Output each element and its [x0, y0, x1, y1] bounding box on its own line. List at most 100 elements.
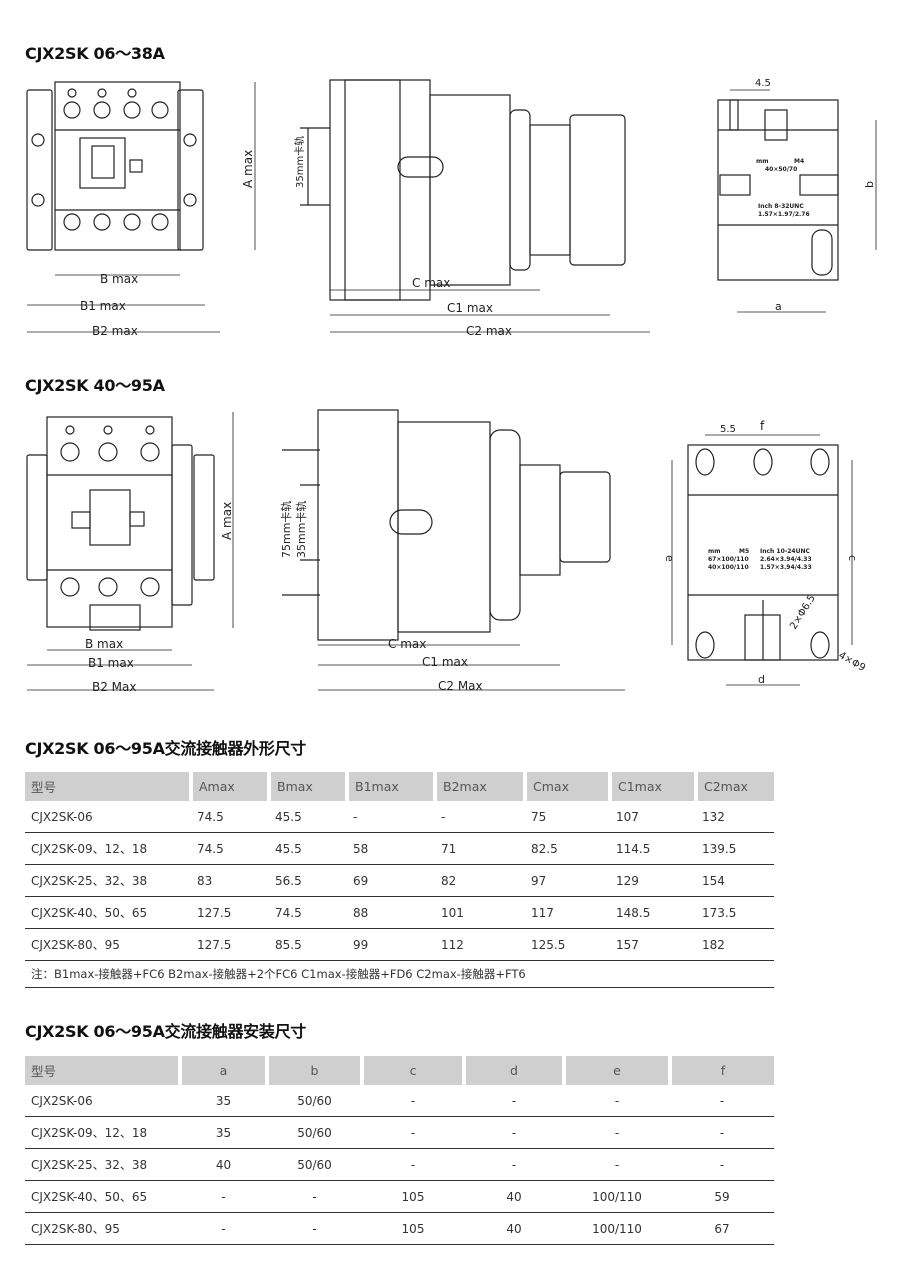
- dim-35mm-rail: 35mm卡轨: [293, 136, 306, 188]
- table-cell: CJX2SK-09、12、18: [25, 1116, 180, 1149]
- table-cell: 40: [464, 1212, 564, 1245]
- table-cell: 74.5: [269, 896, 347, 929]
- table-cell: 40: [180, 1148, 267, 1181]
- table-cell: 88: [347, 896, 435, 929]
- table-row: CJX2SK-06 35 50/60 - - - -: [25, 1085, 774, 1117]
- col-header: C2max: [696, 772, 774, 801]
- dim-c1-max: C1 max: [422, 655, 468, 669]
- table-cell: -: [362, 1116, 464, 1149]
- table-cell: 148.5: [610, 896, 696, 929]
- table-cell: -: [464, 1116, 564, 1149]
- label-inch: Inch 10-24UNC: [760, 548, 811, 555]
- table-note: 注：B1max-接触器+FC6 B2max-接触器+2个FC6 C1max-接触…: [25, 960, 774, 988]
- label-m4: M4: [794, 158, 804, 165]
- aux-right: [177, 89, 204, 251]
- table-cell: 71: [435, 832, 525, 865]
- table-row: CJX2SK-40、50、65 127.5 74.5 88 101 117 14…: [25, 896, 774, 929]
- table-cell: 117: [525, 896, 610, 929]
- table-cell: 99: [347, 928, 435, 961]
- table-cell: -: [180, 1212, 267, 1245]
- col-header: f: [670, 1056, 774, 1085]
- table-cell: -: [267, 1212, 362, 1245]
- col-header: c: [362, 1056, 466, 1085]
- dim-f: f: [760, 419, 765, 433]
- table-cell: -: [435, 801, 525, 833]
- col-header: 型号: [25, 772, 193, 801]
- aux-left: [26, 89, 53, 251]
- table-cell: 45.5: [269, 801, 347, 833]
- dim-b2-max: B2 max: [92, 324, 138, 338]
- table-cell: 139.5: [696, 832, 774, 865]
- col-header: d: [464, 1056, 566, 1085]
- section-title-small: CJX2SK 06～38A: [25, 44, 165, 63]
- label-mm: mm: [756, 158, 769, 165]
- dim-c: c: [846, 555, 859, 561]
- dim-phi65: 2×Φ6.5: [788, 593, 818, 631]
- dim-b-max: B max: [100, 272, 138, 286]
- dim-d: d: [758, 673, 765, 686]
- table-cell: CJX2SK-25、32、38: [25, 1148, 180, 1181]
- table-cell: 50/60: [267, 1085, 362, 1117]
- table-cell: -: [564, 1085, 670, 1117]
- table-cell: 67: [670, 1212, 774, 1245]
- table-cell: 107: [610, 801, 696, 833]
- col-header: 型号: [25, 1056, 182, 1085]
- table-cell: 35: [180, 1116, 267, 1149]
- table-cell: -: [564, 1148, 670, 1181]
- dim-c2-max: C2 Max: [438, 679, 483, 693]
- table-cell: -: [267, 1180, 362, 1213]
- table-cell: CJX2SK-25、32、38: [25, 864, 191, 897]
- table-cell: 74.5: [191, 801, 269, 833]
- table-cell: 59: [670, 1180, 774, 1213]
- table-cell: 82: [435, 864, 525, 897]
- table-row: CJX2SK-06 74.5 45.5 - - 75 107 132: [25, 801, 774, 833]
- dim-a-max: A max: [241, 150, 255, 188]
- table-cell: 157: [610, 928, 696, 961]
- table-cell: CJX2SK-80、95: [25, 928, 191, 961]
- table-cell: 69: [347, 864, 435, 897]
- table-cell: 50/60: [267, 1116, 362, 1149]
- table-cell: 100/110: [564, 1212, 670, 1245]
- drawing-small-svg: A max B max B1 max B2 max C max C1 max C…: [26, 78, 877, 338]
- table-cell: 82.5: [525, 832, 610, 865]
- table-cell: 100/110: [564, 1180, 670, 1213]
- table-cell: 154: [696, 864, 774, 897]
- table-cell: -: [464, 1148, 564, 1181]
- dim-b-max: B max: [85, 637, 123, 651]
- table-row: CJX2SK-09、12、18 35 50/60 - - - -: [25, 1116, 774, 1149]
- install-dimensions-table: 型号 a b c d e f CJX2SK-06 35 50/60 - - - …: [25, 1056, 774, 1245]
- dim-phi9: 4×Φ9: [837, 650, 868, 674]
- label-inch: Inch 8-32UNC: [758, 203, 804, 210]
- section-title-outline: CJX2SK 06～95A交流接触器外形尺寸: [25, 739, 306, 758]
- drawing-large-svg: A max B max B1 max B2 Max C max C1 max C…: [26, 409, 868, 694]
- table-cell: 132: [696, 801, 774, 833]
- label-m5: M5: [739, 548, 749, 555]
- col-header: Bmax: [269, 772, 349, 801]
- table-cell: 182: [696, 928, 774, 961]
- table-cell: 83: [191, 864, 269, 897]
- table-cell: -: [564, 1116, 670, 1149]
- front-body: [54, 81, 181, 251]
- table-cell: CJX2SK-06: [25, 1085, 180, 1117]
- table-row: CJX2SK-25、32、38 83 56.5 69 82 97 129 154: [25, 864, 774, 897]
- table-cell: 125.5: [525, 928, 610, 961]
- table-row: CJX2SK-80、95 - - 105 40 100/110 67: [25, 1212, 774, 1245]
- table-row: CJX2SK-40、50、65 - - 105 40 100/110 59: [25, 1180, 774, 1213]
- table-cell: -: [180, 1180, 267, 1213]
- table-cell: -: [670, 1116, 774, 1149]
- dim-c2-max: C2 max: [466, 324, 512, 338]
- table-cell: 114.5: [610, 832, 696, 865]
- dim-b: b: [863, 181, 876, 188]
- label-in-v1: 2.64×3.94/4.33: [760, 556, 812, 563]
- section-title-large: CJX2SK 40～95A: [25, 376, 165, 395]
- table-cell: 75: [525, 801, 610, 833]
- table-cell: 105: [362, 1212, 464, 1245]
- table-cell: 129: [610, 864, 696, 897]
- table-cell: -: [670, 1085, 774, 1117]
- dim-35mm-rail: 35mm卡轨: [294, 501, 308, 558]
- label-mm-v1: 67×100/110: [708, 556, 749, 563]
- drawing-large-contactor: A max B max B1 max B2 Max C max C1 max C…: [0, 400, 900, 700]
- col-header: Amax: [191, 772, 271, 801]
- dim-c-max: C max: [412, 276, 450, 290]
- dim-c1-max: C1 max: [447, 301, 493, 315]
